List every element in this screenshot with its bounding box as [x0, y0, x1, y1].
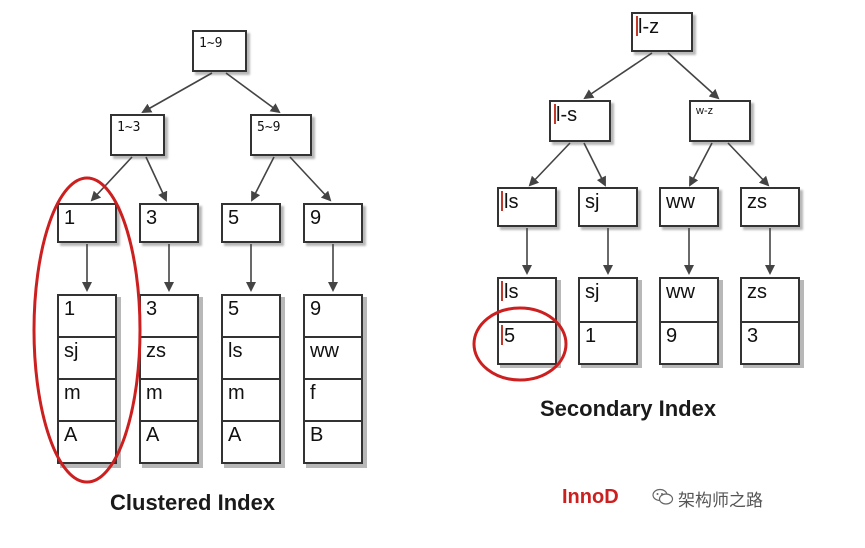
arrow [689, 142, 713, 187]
arrow [528, 142, 571, 187]
clustered-row-9-name: ww [303, 336, 363, 380]
clustered-row-1-id: 1 [57, 294, 117, 338]
secondary-leaf-key-ww: ww [659, 187, 719, 227]
secondary-mid-left-node: l-s [549, 100, 611, 142]
clustered-leaf-key-1: 1 [57, 203, 117, 243]
red-mark [554, 104, 556, 124]
arrow [90, 156, 133, 202]
clustered-leaf-key-5: 5 [221, 203, 281, 243]
arrow [667, 52, 720, 100]
arrow [727, 142, 770, 187]
secondary-mid-right-node: w-z [689, 100, 751, 142]
clustered-row-1-name: sj [57, 336, 117, 380]
arrow [583, 52, 653, 100]
clustered-row-9-flag: B [303, 420, 363, 464]
clustered-row-3-id: 3 [139, 294, 199, 338]
secondary-leaf-key-ls: ls [497, 187, 557, 227]
arrow [145, 156, 168, 202]
clustered-root-node: 1~9 [192, 30, 247, 72]
clustered-mid-right-node: 5~9 [250, 114, 312, 156]
clustered-row-1-sex: m [57, 378, 117, 422]
clustered-row-9-id: 9 [303, 294, 363, 338]
wechat-icon [652, 488, 674, 505]
secondary-row-ww-pk: 9 [659, 321, 719, 365]
secondary-root-node: l-z [631, 12, 693, 52]
arrow [583, 142, 606, 187]
clustered-mid-left-node: 1~3 [110, 114, 165, 156]
clustered-row-5-name: ls [221, 336, 281, 380]
secondary-row-ls-key: ls [497, 277, 557, 323]
red-mark [501, 281, 503, 301]
clustered-row-9-sex: f [303, 378, 363, 422]
red-mark [501, 325, 503, 345]
clustered-row-5-sex: m [221, 378, 281, 422]
secondary-row-sj-key: sj [578, 277, 638, 323]
arrow [225, 72, 281, 114]
red-mark [501, 191, 503, 211]
arrow [251, 156, 275, 202]
red-mark [636, 16, 638, 36]
clustered-index-caption: Clustered Index [110, 490, 276, 515]
clustered-row-1-flag: A [57, 420, 117, 464]
secondary-leaf-key-sj: sj [578, 187, 638, 227]
clustered-row-3-flag: A [139, 420, 199, 464]
arrow [141, 72, 213, 113]
clustered-row-3-name: zs [139, 336, 199, 380]
clustered-leaf-key-3: 3 [139, 203, 199, 243]
clustered-row-5-id: 5 [221, 294, 281, 338]
brand-watermark: InnoD [562, 486, 619, 508]
clustered-row-5-flag: A [221, 420, 281, 464]
secondary-leaf-key-zs: zs [740, 187, 800, 227]
secondary-row-ww-key: ww [659, 277, 719, 323]
clustered-row-3-sex: m [139, 378, 199, 422]
clustered-leaf-key-9: 9 [303, 203, 363, 243]
secondary-row-zs-pk: 3 [740, 321, 800, 365]
secondary-row-ls-pk: 5 [497, 321, 557, 365]
secondary-row-sj-pk: 1 [578, 321, 638, 365]
secondary-row-zs-key: zs [740, 277, 800, 323]
channel-watermark: 架构师之路 [678, 491, 763, 511]
arrow [289, 156, 332, 202]
secondary-index-caption: Secondary Index [540, 396, 717, 421]
